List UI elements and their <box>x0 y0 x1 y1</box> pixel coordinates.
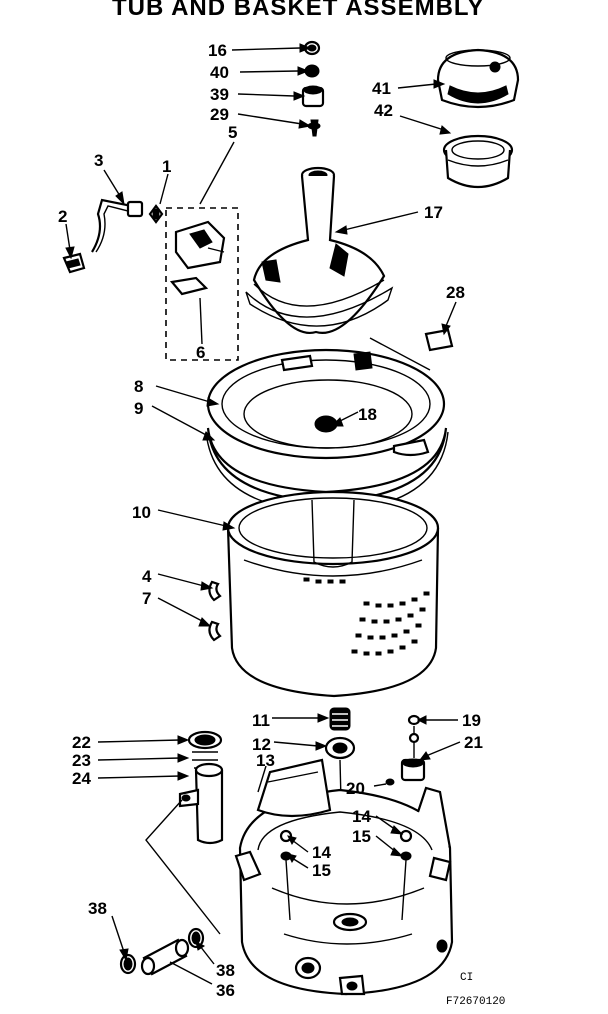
drawing-code-line2: F72670120 <box>446 996 505 1008</box>
label-8: 8 <box>134 377 143 396</box>
part-41-dispenser-cap <box>436 48 520 109</box>
part-7-clip <box>208 620 222 642</box>
leader-24-bracket <box>145 799 221 935</box>
label-41: 41 <box>372 79 391 98</box>
part-28-clip <box>424 328 454 352</box>
label-15-left: 15 <box>312 861 331 880</box>
page-title: TUB AND BASKET ASSEMBLY <box>112 0 485 21</box>
part-2-hose-end <box>62 252 86 274</box>
label-18: 18 <box>358 405 377 424</box>
label-19: 19 <box>462 711 481 730</box>
label-11: 11 <box>252 711 270 730</box>
label-6: 6 <box>196 343 205 362</box>
label-39: 39 <box>210 85 229 104</box>
label-22: 22 <box>72 733 91 752</box>
label-5: 5 <box>228 123 237 142</box>
label-38-left: 38 <box>88 899 107 918</box>
label-36: 36 <box>216 981 235 1000</box>
part-10-basket <box>226 490 440 698</box>
part-1-washer <box>148 204 164 224</box>
part-17-agitator <box>245 166 394 335</box>
leader-28 <box>369 337 431 371</box>
label-14-left: 14 <box>312 843 331 862</box>
label-38-right: 38 <box>216 961 235 980</box>
label-7: 7 <box>142 589 151 608</box>
label-21: 21 <box>464 733 483 752</box>
label-20: 20 <box>346 779 365 798</box>
part-38-clamp-left <box>119 953 137 975</box>
label-1: 1 <box>162 157 171 176</box>
part-12-seal <box>324 736 356 760</box>
part-20-bracket <box>385 758 426 786</box>
label-28: 28 <box>446 283 465 302</box>
label-3: 3 <box>94 151 103 170</box>
drawing-code-line1: CI <box>460 972 473 984</box>
part-39-bushing <box>301 85 325 108</box>
part-38-clamp-right <box>187 927 205 949</box>
label-9: 9 <box>134 399 143 418</box>
part-3-fill-hose <box>91 198 144 253</box>
part-4-clip <box>208 580 222 602</box>
label-2: 2 <box>58 207 67 226</box>
part-42-dispenser-ring <box>442 134 514 188</box>
part-21-stud <box>408 726 420 758</box>
part-36-hose <box>140 938 190 976</box>
label-15-right: 15 <box>352 827 371 846</box>
part-8-tub-cover <box>206 348 446 460</box>
label-40: 40 <box>210 63 229 82</box>
basket-perforations <box>303 577 430 656</box>
part-11-spring <box>329 707 351 731</box>
label-13: 13 <box>256 751 275 770</box>
part-5-bracket-box <box>165 207 239 361</box>
part-22-cap <box>187 730 223 750</box>
label-24: 24 <box>72 769 91 788</box>
label-4: 4 <box>142 567 152 586</box>
label-42: 42 <box>374 101 393 120</box>
part-16-cap <box>303 40 321 56</box>
label-16: 16 <box>208 41 227 60</box>
leader-lines <box>65 43 461 985</box>
label-10: 10 <box>132 503 151 522</box>
label-23: 23 <box>72 751 91 770</box>
part-29-screw <box>307 119 321 137</box>
label-29: 29 <box>210 105 229 124</box>
callout-labels: 16 40 39 29 5 3 1 2 41 42 17 28 6 8 9 18… <box>58 41 505 1008</box>
part-13-outer-tub <box>234 758 454 996</box>
label-17: 17 <box>424 203 443 222</box>
label-14-right: 14 <box>352 807 371 826</box>
label-12: 12 <box>252 735 271 754</box>
